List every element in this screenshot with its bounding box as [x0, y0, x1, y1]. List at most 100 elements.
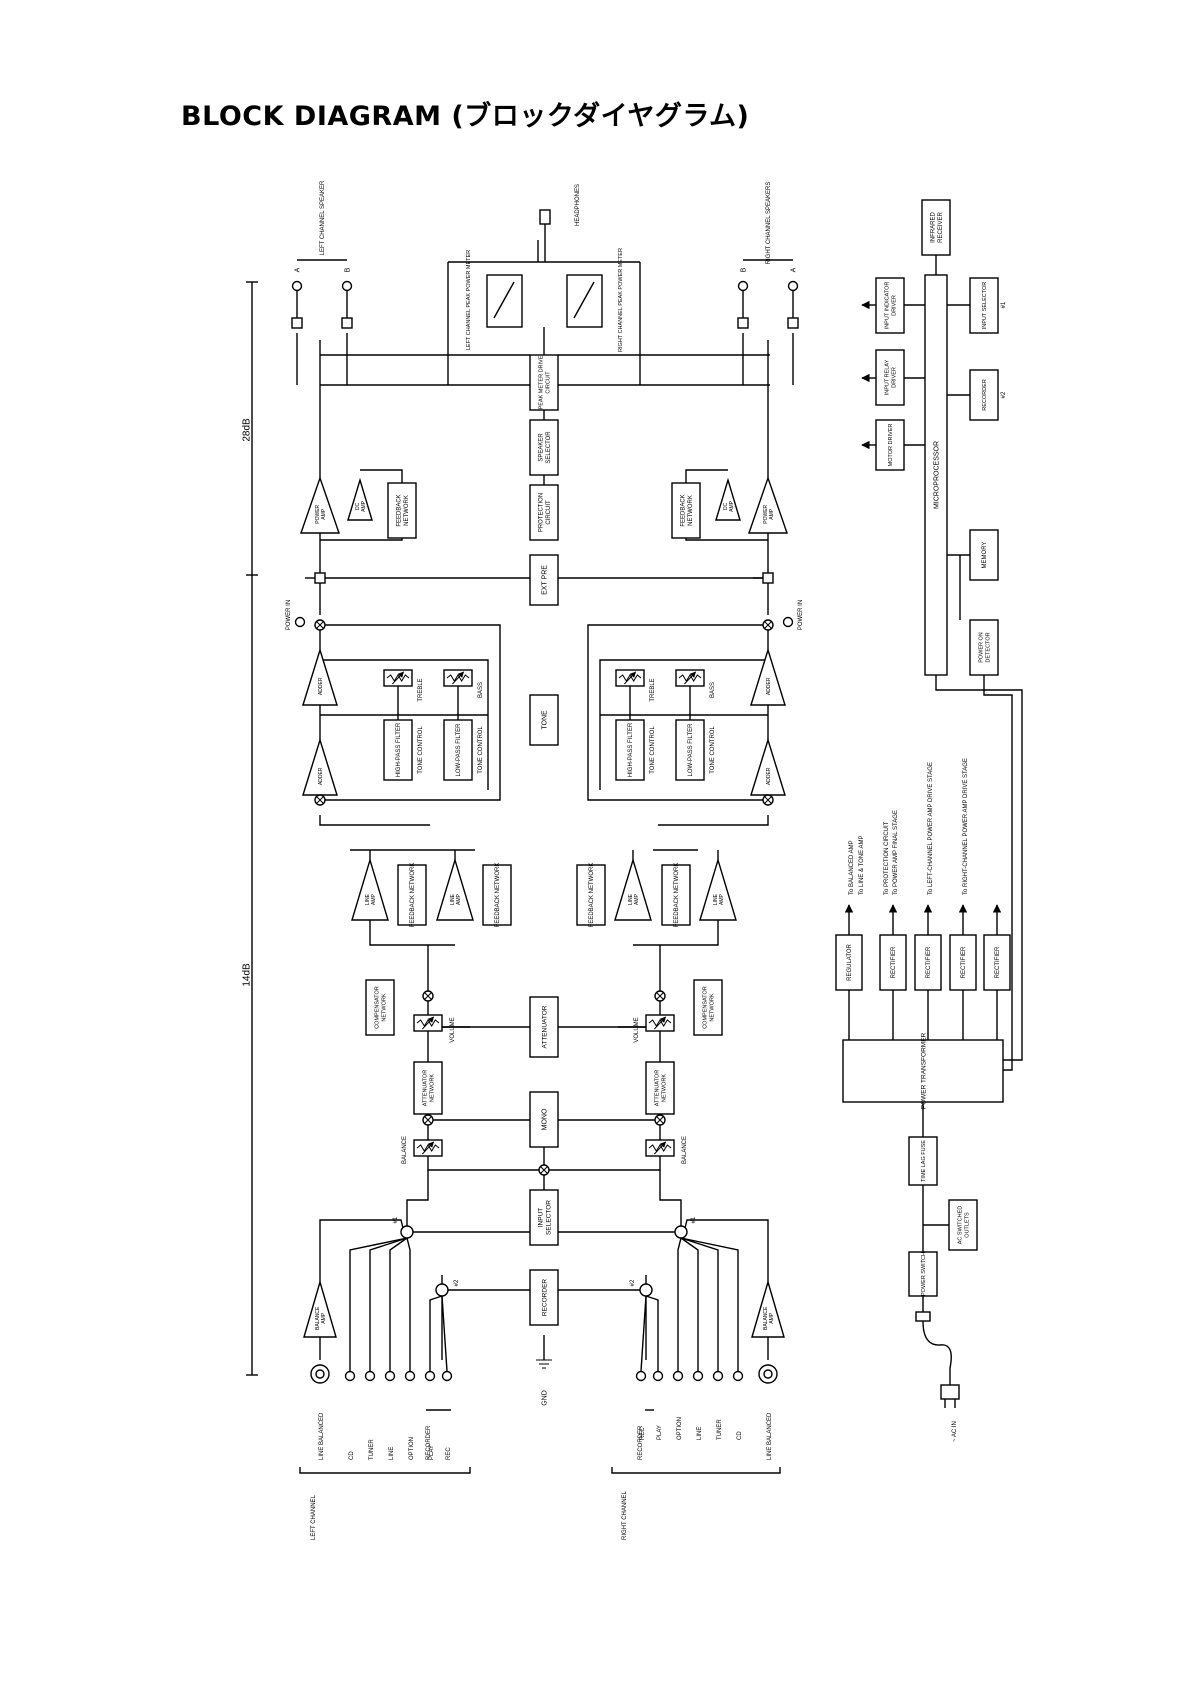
terminal-b-label: B [344, 267, 351, 272]
right-tone-control-b-label: TONE CONTROL [650, 726, 656, 774]
wire [935, 675, 1023, 1061]
wire [599, 659, 768, 790]
wire [684, 1219, 769, 1282]
rectifier [949, 934, 977, 991]
wire [645, 1295, 659, 1371]
right-balance-amp-row: AMP [769, 1312, 775, 1324]
left-dc-amp-row: DC [355, 502, 361, 510]
key-sel2-label: #2 [1001, 391, 1007, 398]
terminal-b-label: B [740, 267, 747, 272]
left-selector-1 [400, 1225, 414, 1239]
left-selector-2 [435, 1283, 449, 1297]
right-adder-top [750, 647, 786, 706]
left-compensator-row: NETWORK [381, 993, 387, 1021]
right-adder-bottom-row: ADDER [766, 767, 772, 785]
dest-right-drive-label: To RIGHT-CHANNEL POWER AMP DRIVE STAGE [963, 758, 969, 895]
left-treble-pot-wiper [392, 671, 405, 685]
left-attenuator-network-row: NETWORK [429, 1074, 435, 1102]
right-treble-pot-wiper [684, 671, 697, 685]
right-dc-amp-row: AMP [729, 500, 735, 512]
memory-text: MEMORY [982, 542, 988, 569]
left-line-feedback-2 [482, 864, 512, 926]
left-line-amp-1-row: LINE [365, 893, 371, 905]
left-feedback-network-row: FEEDBACK [396, 494, 402, 526]
right-volume-label-label: VOLUME [634, 1017, 640, 1042]
left-line-amp-2 [436, 857, 474, 921]
dest-line-tone-amp-label: To LINE & TONE AMP [859, 836, 865, 895]
dest-left-drive-label: To LEFT-CHANNEL POWER AMP DRIVE STAGE [928, 762, 934, 895]
left-input-label-label: CD [349, 1451, 355, 1460]
left-filter-a-text: HIGH-PASS FILTER [396, 722, 402, 777]
terminal-b-label-label: B [344, 267, 351, 272]
right-input-label: PLAY [657, 1425, 663, 1440]
right-attenuator-network [645, 1061, 675, 1115]
right-selector-2 [639, 1283, 653, 1297]
right-adder-bottom [750, 737, 786, 796]
right-balance-label-label: BALANCE [682, 1136, 688, 1164]
wire [406, 1170, 429, 1226]
protection-circuit-row: CIRCUIT [546, 500, 552, 525]
left-input-jack [424, 1370, 436, 1382]
right-recorder-label: RECORDER [638, 1425, 644, 1460]
left-input-label: CD [349, 1451, 355, 1460]
transformer-label: POWER TRANSFORMER [920, 1032, 927, 1109]
right-dc-amp-row: DC [723, 502, 729, 510]
left-balance-amp [303, 1279, 337, 1338]
right-line-feedback-2-text: FEEDBACK NETWORK [589, 863, 595, 928]
dest-balanced-amp-label: To BALANCED AMP [849, 840, 855, 895]
protection-circuit-row: PROTECTION [538, 493, 544, 532]
speaker-terminal [341, 280, 353, 292]
right-volume-label: VOLUME [634, 1017, 640, 1042]
left-filter-a-row: HIGH-PASS FILTER [396, 722, 402, 777]
right-treble-label-label: BASS [710, 682, 716, 698]
regulator-text: REGULATOR [847, 943, 853, 980]
left-balance-pot-wiper [422, 1141, 435, 1155]
left-volume-label-label: VOLUME [450, 1017, 456, 1042]
wire [360, 469, 403, 483]
wire [320, 659, 489, 790]
peak-meter-drive-row: CIRCUIT [545, 371, 551, 394]
rectifier-row: RECTIFIER [961, 946, 967, 978]
headphone-jack [539, 209, 551, 225]
left-volume-pot-wiper [422, 1016, 435, 1030]
rectifier-text: RECTIFIER [926, 946, 932, 978]
terminal-a-label-label: A [790, 267, 797, 272]
right-line-feedback-2 [576, 864, 606, 926]
right-attenuator-network-row: NETWORK [661, 1074, 667, 1102]
tone-text: TONE [541, 710, 548, 730]
right-input-label: TUNER [717, 1419, 723, 1440]
right-channel-label: RIGHT CHANNEL [622, 1490, 628, 1540]
input-selector-key-row: INPUT SELECTOR [982, 282, 988, 330]
time-lag-fuse [908, 1136, 938, 1186]
left-meter [486, 274, 523, 328]
key-sel1-label: #1 [1001, 301, 1007, 308]
right-tone-control-a: TONE CONTROL [710, 726, 716, 774]
gnd-label-label: GND [541, 1390, 548, 1406]
left-input-label: OPTION [409, 1437, 415, 1460]
key-sel2-label-label: #2 [1001, 391, 1007, 398]
wire [544, 1156, 661, 1171]
left-sel1-label-label: #1 [393, 1216, 399, 1223]
left-speaker-label-label: LEFT CHANNEL SPEAKER [320, 180, 326, 255]
microprocessor-bar [924, 274, 948, 676]
right-balance-pot-wiper [654, 1141, 667, 1155]
right-input-label-label: LINE BALANCED [767, 1412, 773, 1460]
right-power-amp [748, 475, 788, 534]
right-input-jack [732, 1370, 744, 1382]
ac-outlets-row: OUTLETS [964, 1212, 970, 1238]
power-switch-row: POWER SWITCH [921, 1252, 927, 1296]
input-selector-key [969, 277, 999, 334]
right-feedback-network [671, 482, 701, 539]
input-selector-key-text: INPUT SELECTOR [982, 282, 988, 330]
left-sel2-label-label: #2 [454, 1279, 460, 1286]
wire [320, 624, 501, 801]
